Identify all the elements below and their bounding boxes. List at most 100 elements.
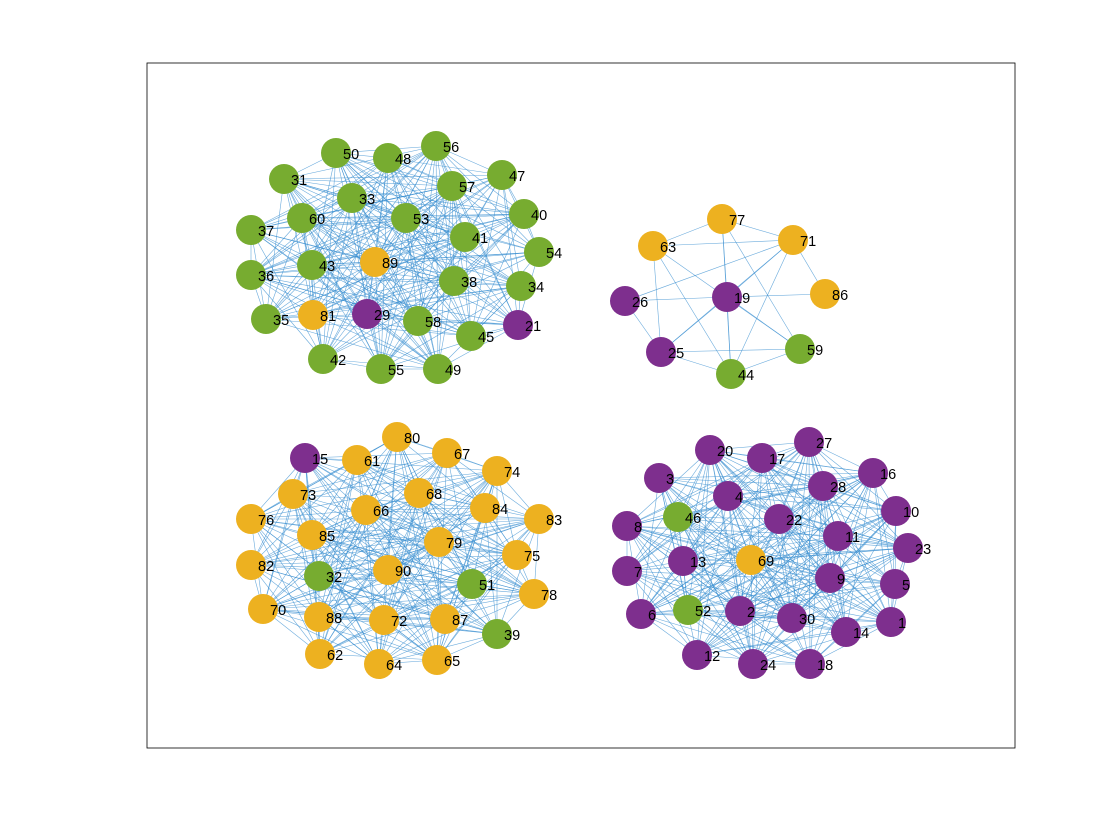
graph-node-59 bbox=[785, 334, 815, 364]
graph-edge bbox=[640, 485, 824, 615]
graph-edge bbox=[311, 534, 380, 665]
node-label-43: 43 bbox=[319, 259, 335, 275]
graph-edge bbox=[366, 174, 503, 315]
graph-edge bbox=[626, 570, 896, 585]
node-label-16: 16 bbox=[880, 467, 896, 483]
graph-edge bbox=[444, 507, 486, 620]
graph-edge bbox=[739, 610, 892, 623]
graph-edge bbox=[464, 236, 472, 337]
graph-node-82 bbox=[236, 550, 266, 580]
node-label-84: 84 bbox=[492, 502, 508, 518]
node-label-50: 50 bbox=[343, 147, 359, 163]
graph-edge bbox=[687, 609, 811, 665]
graph-edge bbox=[687, 535, 839, 611]
graph-node-26 bbox=[610, 286, 640, 316]
graph-edge bbox=[283, 178, 455, 282]
graph-edge bbox=[451, 185, 472, 337]
graph-node-78 bbox=[519, 579, 549, 609]
graph-edge bbox=[387, 452, 448, 571]
graph-edge bbox=[626, 457, 763, 527]
graph-edge bbox=[791, 441, 810, 619]
graph-edge bbox=[380, 324, 519, 370]
graph-edge bbox=[380, 185, 453, 370]
graph-edge bbox=[626, 495, 729, 572]
graph-edge bbox=[304, 457, 320, 577]
graph-node-56 bbox=[421, 131, 451, 161]
graph-edge bbox=[752, 485, 824, 665]
graph-edge bbox=[845, 472, 874, 633]
graph-node-70 bbox=[248, 594, 278, 624]
graph-edge bbox=[318, 554, 518, 618]
graph-edge bbox=[250, 564, 321, 655]
graph-edge bbox=[417, 145, 437, 322]
graph-edge bbox=[752, 547, 909, 665]
graph-node-9 bbox=[815, 563, 845, 593]
graph-edge bbox=[501, 174, 522, 287]
node-label-21: 21 bbox=[525, 319, 541, 335]
graph-edge bbox=[365, 509, 498, 635]
graph-edge bbox=[739, 485, 824, 612]
graph-edge bbox=[378, 583, 473, 665]
graph-edge bbox=[658, 477, 793, 619]
graph-edge bbox=[312, 236, 466, 316]
node-label-44: 44 bbox=[738, 368, 754, 384]
graph-edge bbox=[383, 518, 540, 621]
node-label-5: 5 bbox=[902, 578, 910, 594]
graph-edge bbox=[761, 457, 874, 474]
graph-edge bbox=[250, 518, 540, 566]
node-label-47: 47 bbox=[509, 169, 525, 185]
node-label-57: 57 bbox=[459, 180, 475, 196]
graph-edge bbox=[318, 575, 535, 595]
graph-edge bbox=[444, 518, 540, 620]
graph-edge bbox=[292, 452, 448, 495]
graph-edge bbox=[696, 510, 897, 656]
graph-edge bbox=[250, 274, 439, 370]
graph-edge bbox=[438, 518, 540, 543]
graph-edge bbox=[322, 157, 389, 360]
graph-node-88 bbox=[304, 602, 334, 632]
graph-edge bbox=[436, 541, 440, 661]
node-label-31: 31 bbox=[291, 173, 307, 189]
graph-node-37 bbox=[236, 215, 266, 245]
graph-edge bbox=[446, 452, 540, 520]
graph-edge bbox=[809, 510, 897, 665]
graph-edge bbox=[292, 493, 518, 556]
graph-edge bbox=[470, 251, 540, 337]
node-label-20: 20 bbox=[717, 444, 733, 460]
graph-edge bbox=[822, 485, 847, 633]
node-label-73: 73 bbox=[300, 488, 316, 504]
graph-edge bbox=[262, 608, 380, 665]
graph-edge bbox=[250, 564, 473, 585]
node-label-82: 82 bbox=[258, 559, 274, 575]
graph-node-84 bbox=[470, 493, 500, 523]
graph-edge bbox=[304, 452, 448, 459]
graph-edge bbox=[301, 217, 382, 370]
graph-edge bbox=[383, 593, 535, 621]
graph-edge bbox=[696, 449, 711, 656]
graph-edge bbox=[752, 621, 892, 665]
graph-edge bbox=[319, 492, 420, 655]
node-label-80: 80 bbox=[404, 431, 420, 447]
graph-edge bbox=[283, 174, 503, 180]
node-label-22: 22 bbox=[786, 513, 802, 529]
graph-node-89 bbox=[360, 247, 390, 277]
graph-edge bbox=[682, 560, 847, 633]
graph-edge bbox=[658, 472, 874, 479]
graph-edge bbox=[265, 236, 466, 320]
node-label-9: 9 bbox=[837, 572, 845, 588]
graph-edge bbox=[727, 495, 909, 549]
node-label-52: 52 bbox=[695, 604, 711, 620]
graph-node-24 bbox=[738, 649, 768, 679]
graph-edge bbox=[250, 507, 486, 566]
node-label-45: 45 bbox=[478, 330, 494, 346]
graph-edge bbox=[626, 570, 793, 619]
graph-edge bbox=[318, 507, 486, 577]
graph-edge bbox=[318, 492, 420, 577]
node-label-49: 49 bbox=[445, 363, 461, 379]
graph-node-53 bbox=[391, 203, 421, 233]
graph-edge bbox=[312, 145, 437, 316]
node-label-38: 38 bbox=[461, 275, 477, 291]
graph-edge bbox=[374, 251, 540, 263]
